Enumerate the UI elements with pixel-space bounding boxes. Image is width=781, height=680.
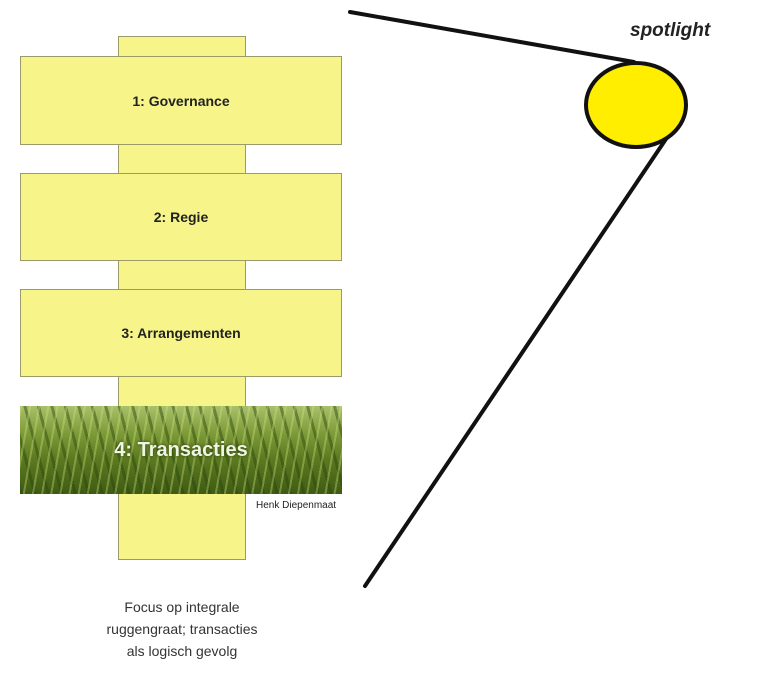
caption: Focus op integrale ruggengraat; transact… <box>106 599 258 659</box>
spotlight-beam-upper <box>348 10 636 64</box>
spotlight-lamp <box>584 61 688 149</box>
layer-arrangementen-label: 3: Arrangementen <box>121 325 241 341</box>
layer-regie-label: 2: Regie <box>153 209 209 225</box>
layer-governance-label: 1: Governance <box>132 92 230 109</box>
author-credit: Henk Diepenmaat <box>256 500 337 511</box>
layer-regie: 2: Regie <box>20 173 342 261</box>
layer-governance: 1: Governance <box>20 56 342 145</box>
layer-transacties: 4: Transacties <box>20 406 342 494</box>
spotlight-beam-lower <box>363 134 670 588</box>
spotlight-label: spotlight <box>630 20 711 41</box>
layer-arrangementen: 3: Arrangementen <box>20 289 342 377</box>
layer-transacties-label: 4: Transacties <box>114 438 248 461</box>
